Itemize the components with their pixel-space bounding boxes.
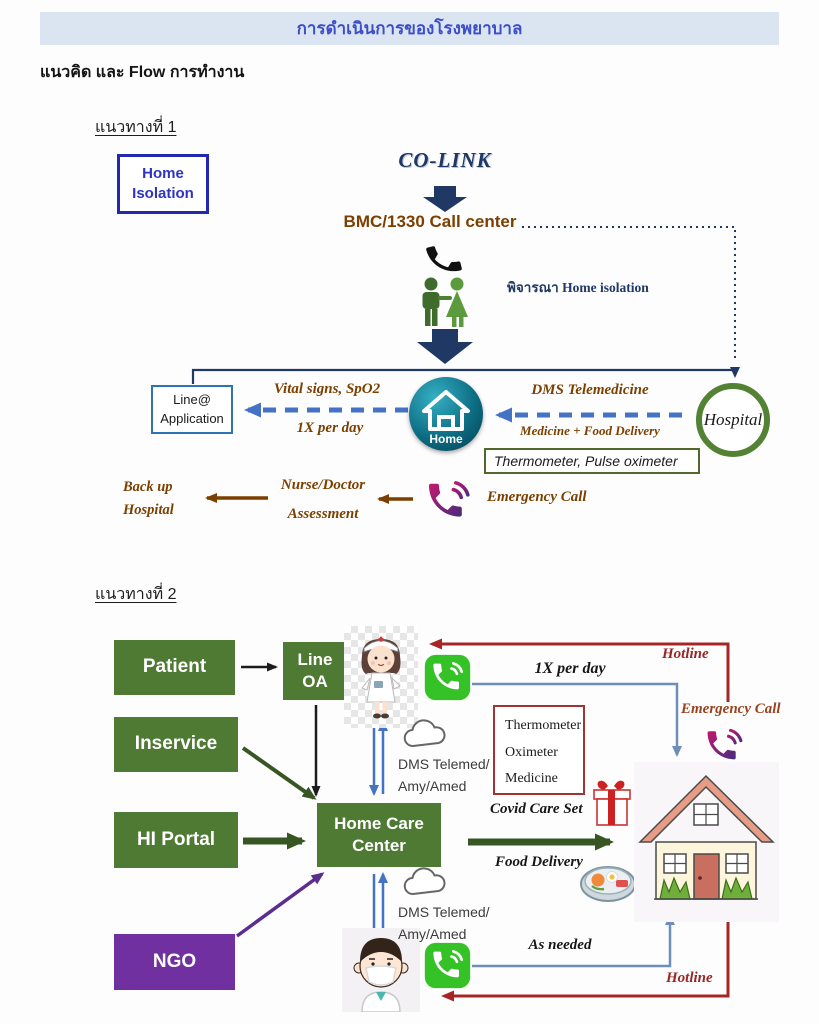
consider-home-isolation-label: พิจารณา Home isolation <box>507 280 649 295</box>
line-application-box: Line@ Application <box>151 385 233 434</box>
care-kit-oximeter: Oximeter <box>505 744 558 760</box>
care-kit-box: Thermometer Oximeter Medicine <box>493 705 585 795</box>
medicine-food-label: Medicine + Food Delivery <box>520 423 660 438</box>
line-call-icon-bottom <box>424 942 471 989</box>
dms-telemedicine-label: DMS Telemedicine <box>531 382 649 398</box>
ngo-hcc-arrow <box>235 872 325 938</box>
covid-care-set-label: Covid Care Set <box>490 801 583 817</box>
doctor-icon <box>342 928 420 1012</box>
home-app-label: Home <box>429 432 463 446</box>
approach1-heading: แนวทางที่ 1 <box>95 119 177 136</box>
hospital-node: Hospital <box>696 383 770 457</box>
approach2-heading: แนวทางที่ 2 <box>95 586 177 603</box>
patient-couple-icon <box>416 276 474 330</box>
hi-portal-box: HI Portal <box>114 812 238 868</box>
call-phone-icon <box>420 235 468 283</box>
dms-telemed-lower-label: DMS Telemed/ Amy/Amed <box>398 902 503 945</box>
emergency-phone-icon <box>419 473 475 529</box>
nurse-doctor-label: Nurse/Doctor <box>280 477 366 493</box>
cloud-icon-upper <box>402 718 452 752</box>
colink-down-arrow <box>423 186 467 212</box>
emergency-phone-icon-2 <box>698 722 748 770</box>
page-title: การดำเนินการของโรงพยาบาล <box>40 12 779 45</box>
emergency-call-label: Emergency Call <box>487 489 587 505</box>
call-center-label: BMC/1330 Call center <box>343 212 517 231</box>
per-day-label: 1X per day <box>296 420 364 436</box>
covid-care-gift-icon <box>588 776 636 830</box>
patient-house-icon <box>634 762 779 922</box>
care-kit-medicine: Medicine <box>505 771 558 787</box>
dms-telemed-upper-label: DMS Telemed/ Amy/Amed <box>398 754 503 797</box>
cloud-icon-lower <box>402 866 452 900</box>
dms-telemed-lower-line1: DMS Telemed/ <box>398 904 490 920</box>
triage-down-arrow <box>417 329 473 364</box>
patient-box: Patient <box>114 640 235 695</box>
backup-hospital-label: Back up Hospital <box>123 479 174 519</box>
food-delivery-label: Food Delivery <box>495 854 583 870</box>
home-care-center-box: Home Care Center <box>317 803 441 867</box>
inservice-box: Inservice <box>114 717 238 772</box>
home-isolation-box: Home Isolation <box>117 154 209 214</box>
vital-signs-label: Vital signs, SpO2 <box>273 381 381 397</box>
colink-title: CO-LINK <box>398 148 492 172</box>
line-call-icon-top <box>424 654 471 701</box>
dms-telemed-upper-line1: DMS Telemed/ <box>398 756 490 772</box>
ngo-box: NGO <box>114 934 235 990</box>
page-subtitle: แนวคิด และ Flow การทำงาน <box>40 64 245 81</box>
inservice-hcc-arrow <box>241 746 317 800</box>
food-box-icon <box>578 856 638 908</box>
care-kit-thermometer: Thermometer <box>505 718 582 733</box>
hotline-bottom-label: Hotline <box>666 970 713 986</box>
assessment-label: Assessment <box>287 506 359 522</box>
nurse-icon <box>344 626 418 728</box>
dms-telemed-upper-line2: Amy/Amed <box>398 777 467 794</box>
dms-telemed-lower-line2: Amy/Amed <box>398 925 467 942</box>
as-needed-label: As needed <box>528 937 592 953</box>
thermometer-oximeter-box: Thermometer, Pulse oximeter <box>484 448 700 474</box>
per-day-label-2: 1X per day <box>534 660 606 677</box>
emergency-call-label-2: Emergency Call <box>681 701 781 717</box>
hotline-top-label: Hotline <box>662 646 709 662</box>
home-app-icon <box>409 377 483 451</box>
line-oa-box: Line OA <box>283 642 347 700</box>
